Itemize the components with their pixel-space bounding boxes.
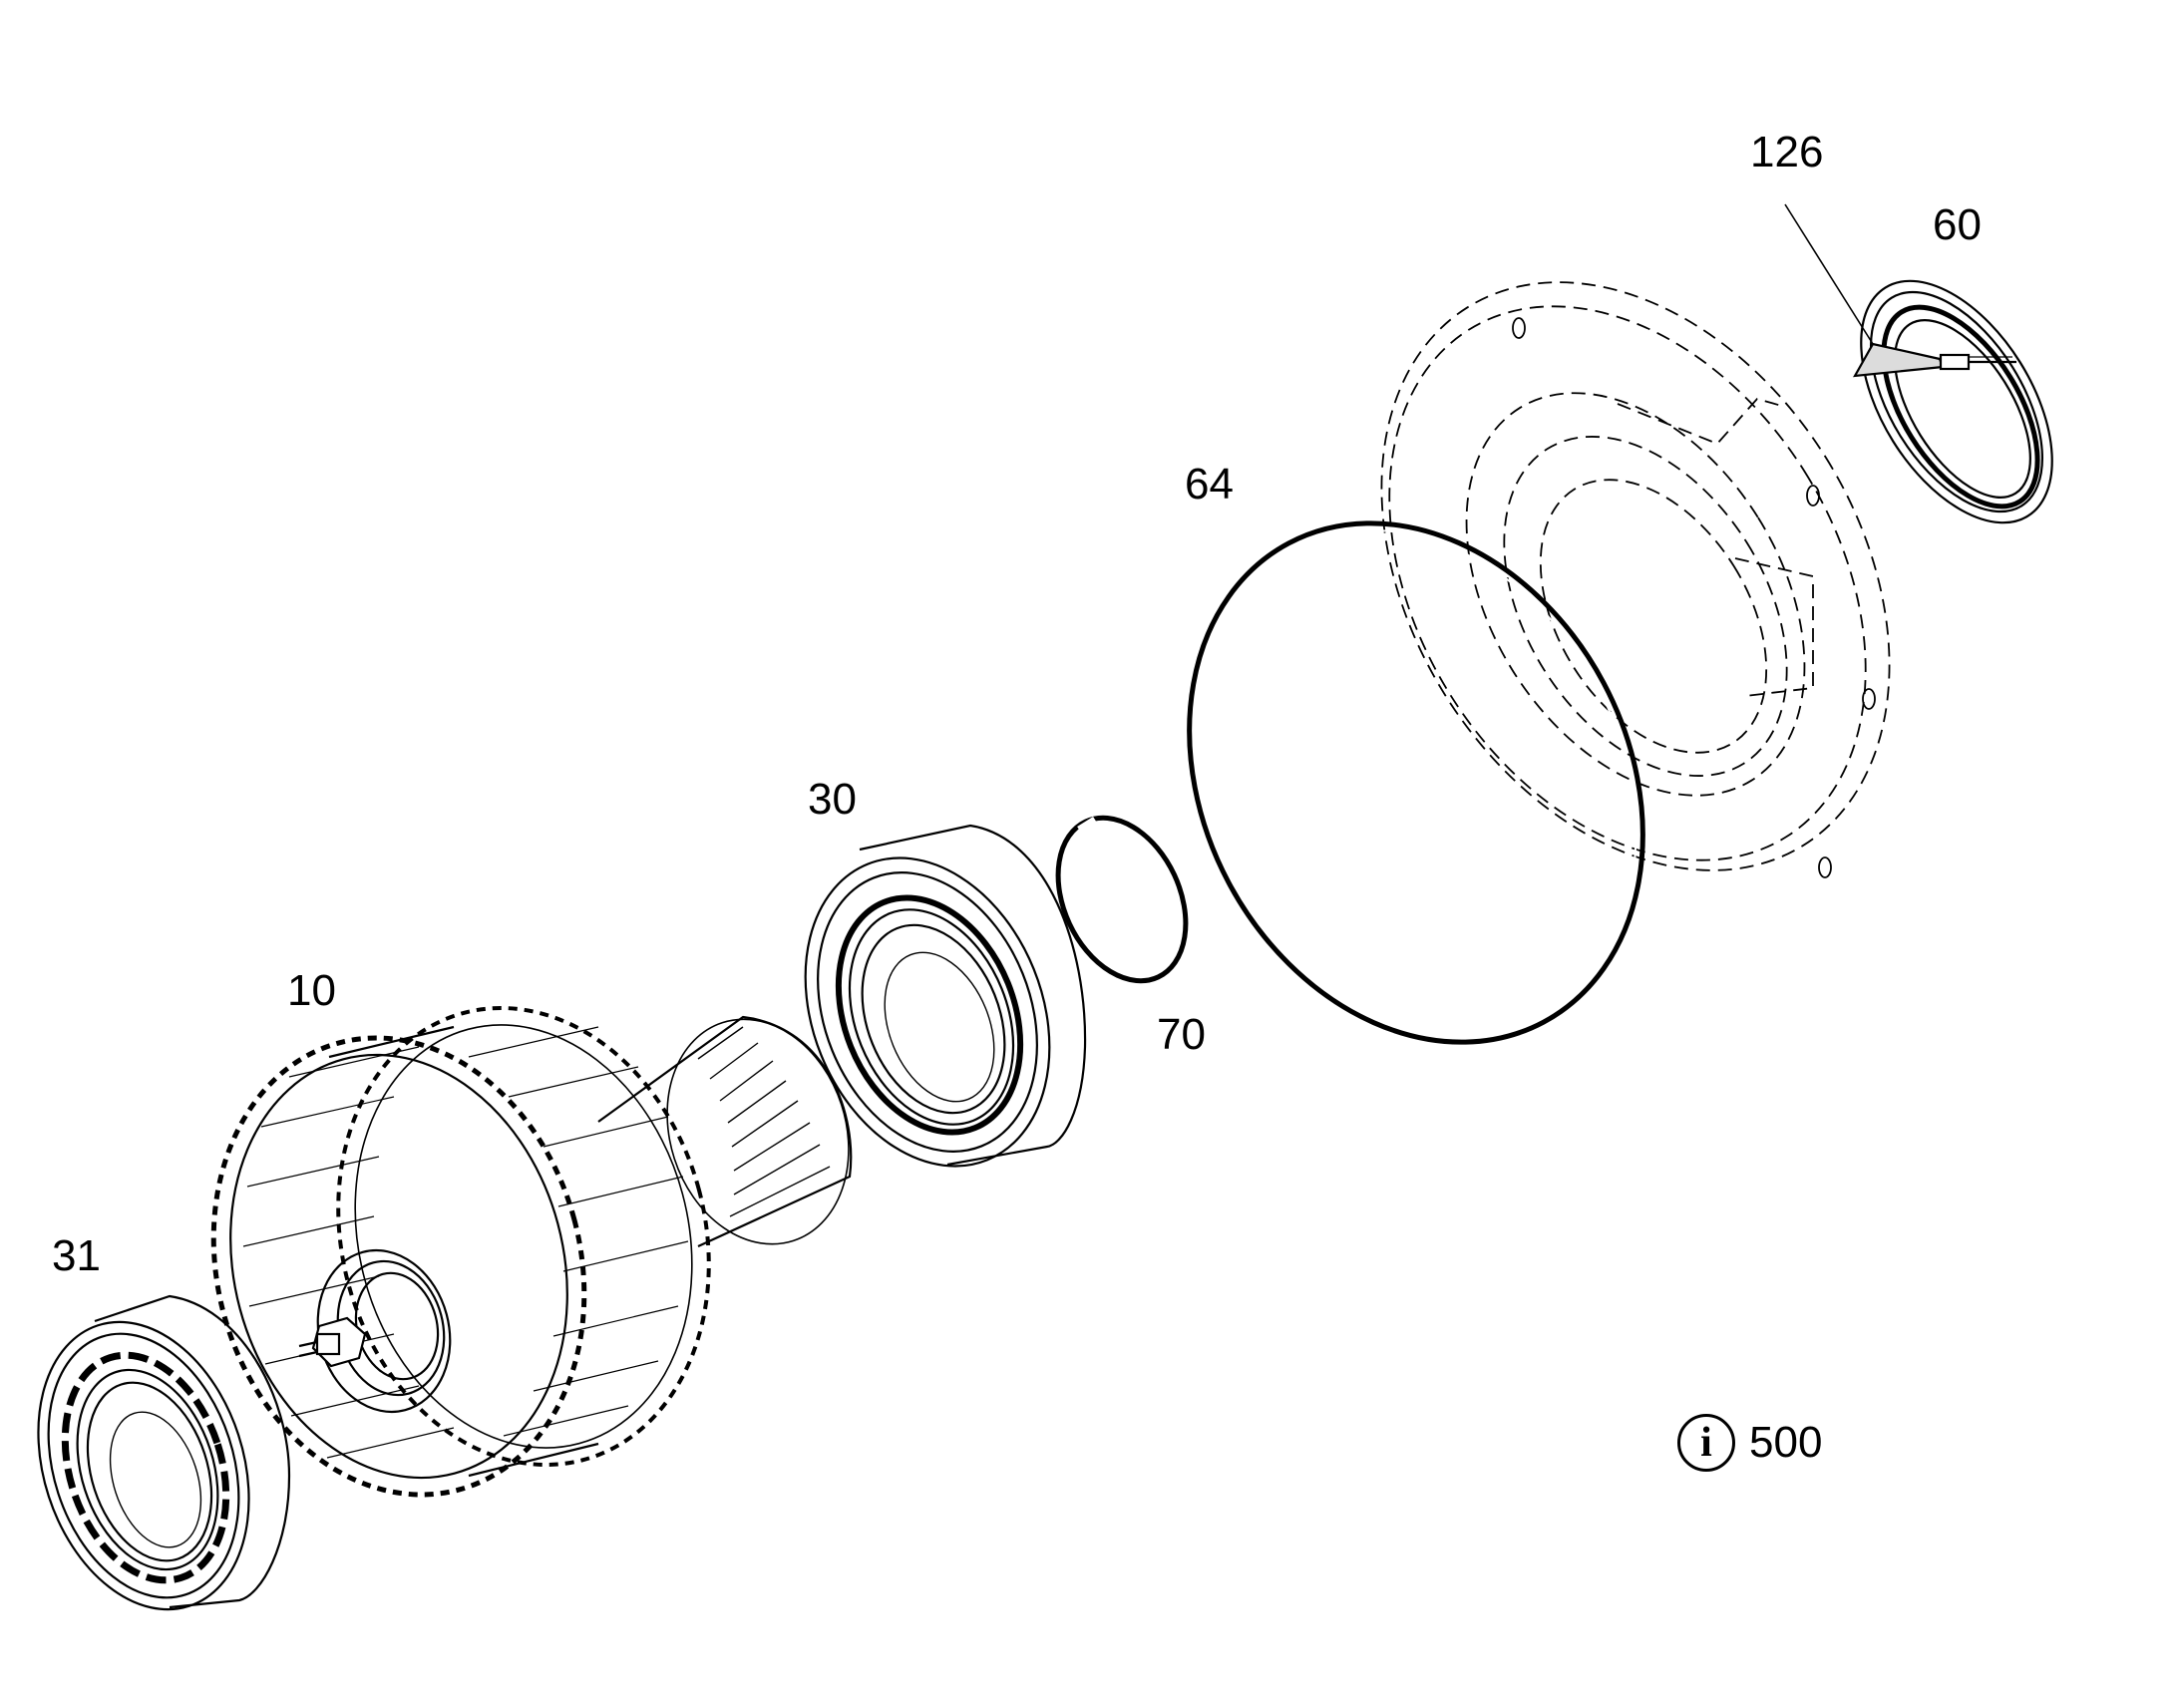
part-64-o-ring: [1187, 520, 1645, 1045]
callout-60: 60: [1933, 200, 1982, 249]
callout-31: 31: [52, 1231, 101, 1280]
part-10-gear-shaft: [210, 1006, 853, 1498]
reference-note: i 500: [1677, 1413, 1822, 1473]
callout-64: 64: [1185, 460, 1234, 509]
part-30-bearing: [804, 824, 1087, 1168]
part-31-bearing: [37, 1294, 291, 1611]
callout-70: 70: [1157, 1010, 1206, 1059]
callout-30: 30: [808, 775, 857, 824]
callout-10: 10: [287, 966, 336, 1015]
reference-number: 500: [1749, 1418, 1823, 1467]
info-icon: i: [1677, 1414, 1735, 1472]
part-126-sensor-pin: [1784, 203, 2016, 378]
housing-bolt-holes: [1512, 317, 1876, 878]
housing-cover-phantom: [1380, 281, 1891, 871]
part-60-seal: [1860, 279, 2053, 524]
part-70-snap-ring: [1055, 815, 1189, 984]
callout-126: 126: [1750, 128, 1824, 176]
